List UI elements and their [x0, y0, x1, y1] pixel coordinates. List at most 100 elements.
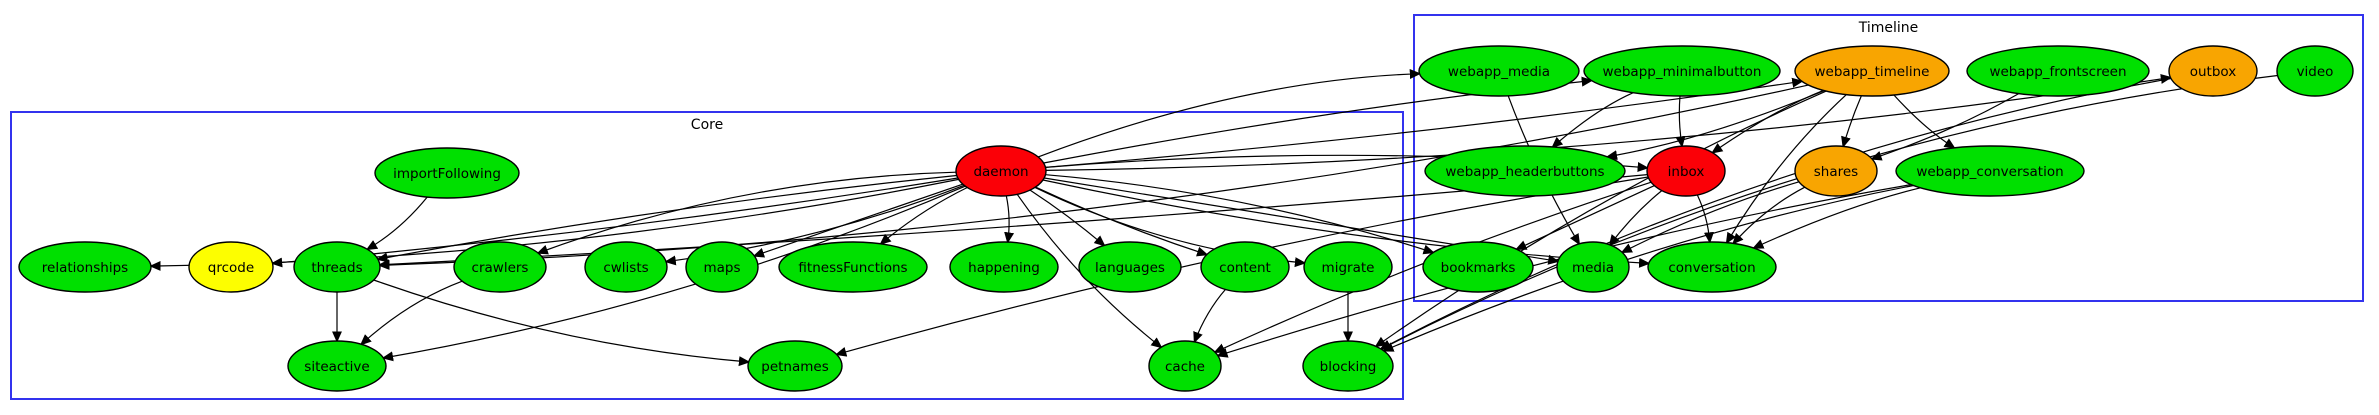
- node-shape-petnames: [747, 340, 843, 392]
- edge-webapp_timeline-conversation: [1725, 94, 1847, 245]
- node-label-webapp_minimalbutton: webapp_minimalbutton: [1603, 64, 1762, 80]
- node-label-video: video: [2297, 64, 2334, 80]
- node-shape-bookmarks: [1422, 241, 1534, 293]
- node-conversation: conversation: [1647, 241, 1777, 293]
- edge-daemon-happening: [1004, 195, 1015, 244]
- node-label-siteactive: siteactive: [304, 359, 369, 375]
- edge-content-cache: [1193, 289, 1226, 344]
- node-webapp_frontscreen: webapp_frontscreen: [1966, 45, 2150, 97]
- node-label-cache: cache: [1165, 359, 1205, 375]
- node-label-webapp_conversation: webapp_conversation: [1916, 164, 2063, 180]
- node-label-relationships: relationships: [42, 260, 128, 276]
- node-shape-daemon: [955, 145, 1047, 197]
- edge-daemon-webapp_media: [1037, 69, 1422, 158]
- node-label-outbox: outbox: [2190, 64, 2237, 80]
- node-shape-importFollowing: [374, 147, 520, 199]
- node-shares: shares: [1794, 145, 1878, 197]
- node-label-fitnessFunctions: fitnessFunctions: [798, 260, 907, 276]
- edge-daemon-languages: [1029, 189, 1106, 247]
- cluster-core: [10, 111, 1404, 400]
- edge-inbox-threads: [378, 174, 1648, 270]
- edge-threads-petnames: [373, 279, 751, 367]
- edge-webapp_frontscreen-shares: [1870, 93, 2019, 161]
- node-shape-conversation: [1647, 241, 1777, 293]
- node-shape-media: [1556, 241, 1630, 293]
- node-shape-webapp_frontscreen: [1966, 45, 2150, 97]
- node-petnames: petnames: [747, 340, 843, 392]
- node-webapp_headerbuttons: webapp_headerbuttons: [1424, 145, 1626, 197]
- node-shape-qrcode: [188, 241, 274, 293]
- node-shape-shares: [1794, 145, 1878, 197]
- edge-daemon-threads: [376, 174, 957, 263]
- node-label-threads: threads: [311, 260, 362, 276]
- node-label-webapp_headerbuttons: webapp_headerbuttons: [1445, 164, 1604, 180]
- node-shape-crawlers: [453, 241, 547, 293]
- edges-layer: [149, 69, 2278, 367]
- edge-outbox-blocking: [1379, 77, 2172, 350]
- edge-daemon-fitnessFunctions: [879, 186, 968, 245]
- node-media: media: [1556, 241, 1630, 293]
- node-shape-inbox: [1646, 145, 1726, 197]
- cluster-label-timeline: Timeline: [1858, 20, 1919, 36]
- node-happening: happening: [949, 241, 1059, 293]
- node-daemon: daemon: [955, 145, 1047, 197]
- edge-shares-media: [1620, 181, 1800, 254]
- node-shape-webapp_headerbuttons: [1424, 145, 1626, 197]
- edge-webapp_minimalbutton-webapp_headerbuttons: [1551, 92, 1634, 149]
- node-shape-siteactive: [287, 340, 387, 392]
- node-content: content: [1200, 241, 1290, 293]
- edge-crawlers-siteactive: [359, 280, 463, 346]
- edge-daemon-siteactive: [381, 185, 966, 362]
- node-siteactive: siteactive: [287, 340, 387, 392]
- node-inbox: inbox: [1646, 145, 1726, 197]
- node-shape-webapp_media: [1418, 45, 1580, 97]
- node-importFollowing: importFollowing: [374, 147, 520, 199]
- node-label-maps: maps: [703, 260, 740, 276]
- edge-webapp_conversation-blocking: [1382, 184, 1914, 352]
- node-label-happening: happening: [968, 260, 1040, 276]
- node-migrate: migrate: [1303, 241, 1393, 293]
- edge-inbox-bookmarks: [1515, 185, 1655, 250]
- node-blocking: blocking: [1302, 340, 1394, 392]
- edge-webapp_timeline-webapp_headerbuttons: [1605, 90, 1825, 161]
- node-shape-webapp_timeline: [1794, 45, 1950, 97]
- node-shape-threads: [293, 241, 381, 293]
- node-shape-languages: [1078, 241, 1182, 293]
- node-shape-cwlists: [584, 241, 668, 293]
- edge-webapp_conversation-conversation: [1752, 187, 1921, 249]
- edge-daemon-crawlers: [536, 171, 957, 255]
- node-label-media: media: [1572, 260, 1614, 276]
- node-label-inbox: inbox: [1668, 164, 1705, 180]
- edge-daemon-maps: [752, 183, 963, 258]
- node-shape-blocking: [1302, 340, 1394, 392]
- node-shape-webapp_conversation: [1895, 145, 2085, 197]
- node-label-webapp_timeline: webapp_timeline: [1815, 64, 1930, 80]
- node-webapp_minimalbutton: webapp_minimalbutton: [1583, 45, 1781, 97]
- node-label-cwlists: cwlists: [603, 260, 648, 276]
- node-label-crawlers: crawlers: [472, 260, 529, 276]
- node-label-petnames: petnames: [761, 359, 829, 375]
- node-video: video: [2276, 45, 2354, 97]
- node-webapp_timeline: webapp_timeline: [1794, 45, 1950, 97]
- node-qrcode: qrcode: [188, 241, 274, 293]
- node-webapp_conversation: webapp_conversation: [1895, 145, 2085, 197]
- node-outbox: outbox: [2168, 45, 2258, 97]
- edge-daemon-content: [1035, 186, 1209, 257]
- node-bookmarks: bookmarks: [1422, 241, 1534, 293]
- node-cwlists: cwlists: [584, 241, 668, 293]
- edge-importFollowing-threads: [365, 196, 428, 251]
- node-cache: cache: [1148, 340, 1222, 392]
- node-shape-happening: [949, 241, 1059, 293]
- node-label-importFollowing: importFollowing: [393, 166, 501, 182]
- node-shape-relationships: [18, 241, 152, 293]
- node-threads: threads: [293, 241, 381, 293]
- node-label-webapp_frontscreen: webapp_frontscreen: [1989, 64, 2126, 80]
- edge-inbox-media: [1608, 190, 1663, 247]
- node-crawlers: crawlers: [453, 241, 547, 293]
- edge-inbox-conversation: [1696, 194, 1714, 244]
- node-shape-cache: [1148, 340, 1222, 392]
- node-shape-outbox: [2168, 45, 2258, 97]
- node-label-webapp_media: webapp_media: [1448, 64, 1550, 80]
